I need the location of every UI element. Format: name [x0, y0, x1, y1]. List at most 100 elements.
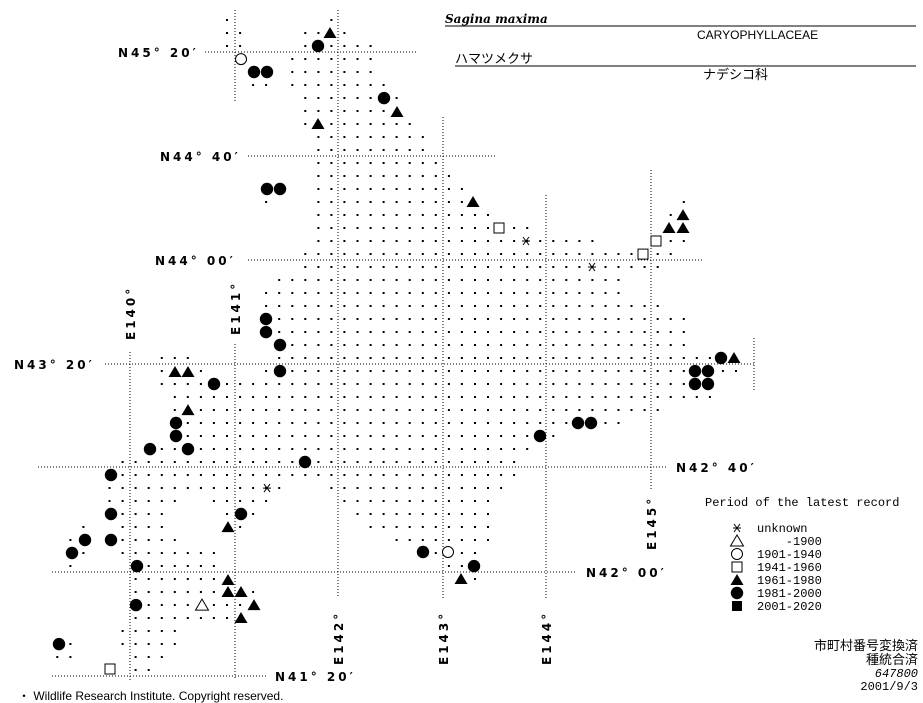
- grid-dot: [604, 357, 607, 359]
- grid-dot: [173, 500, 176, 502]
- grid-dot: [304, 318, 307, 320]
- grid-dot: [591, 292, 594, 294]
- grid-dot: [408, 396, 411, 398]
- grid-dot: [630, 370, 633, 372]
- grid-dot: [434, 188, 437, 190]
- filled-circle-icon: [104, 468, 118, 482]
- filled-triangle-icon: [730, 574, 744, 585]
- legend-symbol-asterisk: [733, 523, 741, 533]
- filled-circle-icon: [416, 545, 430, 559]
- grid-dot: [460, 188, 463, 190]
- grid-dot: [356, 435, 359, 437]
- grid-dot: [669, 396, 672, 398]
- open-square-icon: [650, 235, 662, 247]
- grid-dot: [591, 318, 594, 320]
- grid-dot: [447, 409, 450, 411]
- grid-dot: [395, 435, 398, 437]
- grid-dot: [421, 422, 424, 424]
- grid-dot: [513, 370, 516, 372]
- grid-dot: [121, 539, 124, 541]
- grid-dot: [500, 448, 503, 450]
- grid-dot: [356, 474, 359, 476]
- grid-dot: [160, 604, 163, 606]
- grid-dot: [121, 643, 124, 645]
- grid-dot: [487, 344, 489, 346]
- grid-dot: [356, 344, 359, 346]
- grid-dot: [513, 461, 516, 463]
- grid-dot: [356, 214, 359, 216]
- filled-circle-icon: [584, 416, 598, 430]
- filled-triangle-icon: [221, 521, 235, 533]
- grid-dot: [617, 292, 620, 294]
- grid-dot: [239, 526, 242, 528]
- grid-dot: [434, 370, 437, 372]
- grid-dot: [669, 253, 672, 255]
- grid-dot: [343, 32, 346, 34]
- legend: Period of the latest record unknown -190…: [705, 496, 899, 614]
- grid-dot: [513, 240, 516, 242]
- grid-dot: [408, 292, 411, 294]
- grid-dot: [434, 383, 437, 385]
- grid-dot: [408, 383, 411, 385]
- grid-dot: [343, 396, 346, 398]
- lat-label-43-20: N43° 20′: [14, 358, 95, 372]
- filled-circle-icon: [688, 364, 702, 378]
- grid-dot: [395, 253, 398, 255]
- grid-dot: [134, 669, 137, 671]
- grid-dot: [330, 149, 333, 151]
- grid-dot: [382, 526, 385, 528]
- grid-dot: [408, 162, 411, 164]
- grid-dot: [252, 591, 255, 593]
- grid-dot: [460, 513, 463, 515]
- grid-dot: [382, 344, 385, 346]
- family-latin: CARYOPHYLLACEAE: [697, 28, 818, 42]
- grid-dot: [330, 201, 333, 203]
- grid-dot: [147, 565, 150, 567]
- grid-dot: [408, 188, 411, 190]
- record-marker: [298, 455, 312, 469]
- grid-dot: [330, 279, 333, 281]
- filled-circle-icon: [298, 455, 312, 469]
- grid-dot: [356, 422, 359, 424]
- grid-dot: [304, 71, 307, 73]
- grid-dot: [147, 487, 150, 489]
- lat-label-42-40: N42° 40′: [676, 461, 757, 475]
- record-marker: [522, 236, 530, 246]
- filled-triangle-icon: [181, 366, 195, 377]
- grid-dot: [317, 266, 320, 268]
- grid-dot: [317, 214, 320, 216]
- grid-dot: [487, 461, 489, 463]
- grid-dot: [395, 305, 398, 307]
- grid-dot: [330, 331, 333, 333]
- grid-dot: [526, 370, 529, 372]
- grid-dot: [539, 396, 542, 398]
- grid-dot: [356, 123, 359, 125]
- grid-dot: [421, 240, 424, 242]
- filled-triangle-icon: [454, 573, 468, 584]
- grid-dot: [552, 409, 555, 411]
- grid-dot: [513, 292, 516, 294]
- grid-dot: [356, 71, 359, 73]
- grid-dot: [460, 526, 463, 528]
- grid-dot: [343, 97, 346, 99]
- record-marker: [221, 521, 235, 533]
- grid-dot: [226, 19, 228, 21]
- grid-dot: [460, 565, 463, 567]
- grid-dot: [421, 266, 424, 268]
- grid-dot: [408, 331, 411, 333]
- grid-dot: [552, 435, 555, 437]
- grid-dot: [487, 487, 489, 489]
- grid-dot: [395, 500, 398, 502]
- grid-dot: [591, 370, 594, 372]
- grid-dot: [317, 435, 320, 437]
- grid-dot: [539, 357, 542, 359]
- grid-dot: [382, 292, 385, 294]
- grid-dot: [382, 227, 385, 229]
- grid-dot: [369, 487, 372, 489]
- grid-dot: [304, 97, 307, 99]
- grid-dot: [252, 513, 255, 515]
- grid-dot: [656, 409, 659, 411]
- grid-dot: [226, 513, 228, 515]
- grid-dot: [617, 396, 620, 398]
- grid-dot: [134, 500, 137, 502]
